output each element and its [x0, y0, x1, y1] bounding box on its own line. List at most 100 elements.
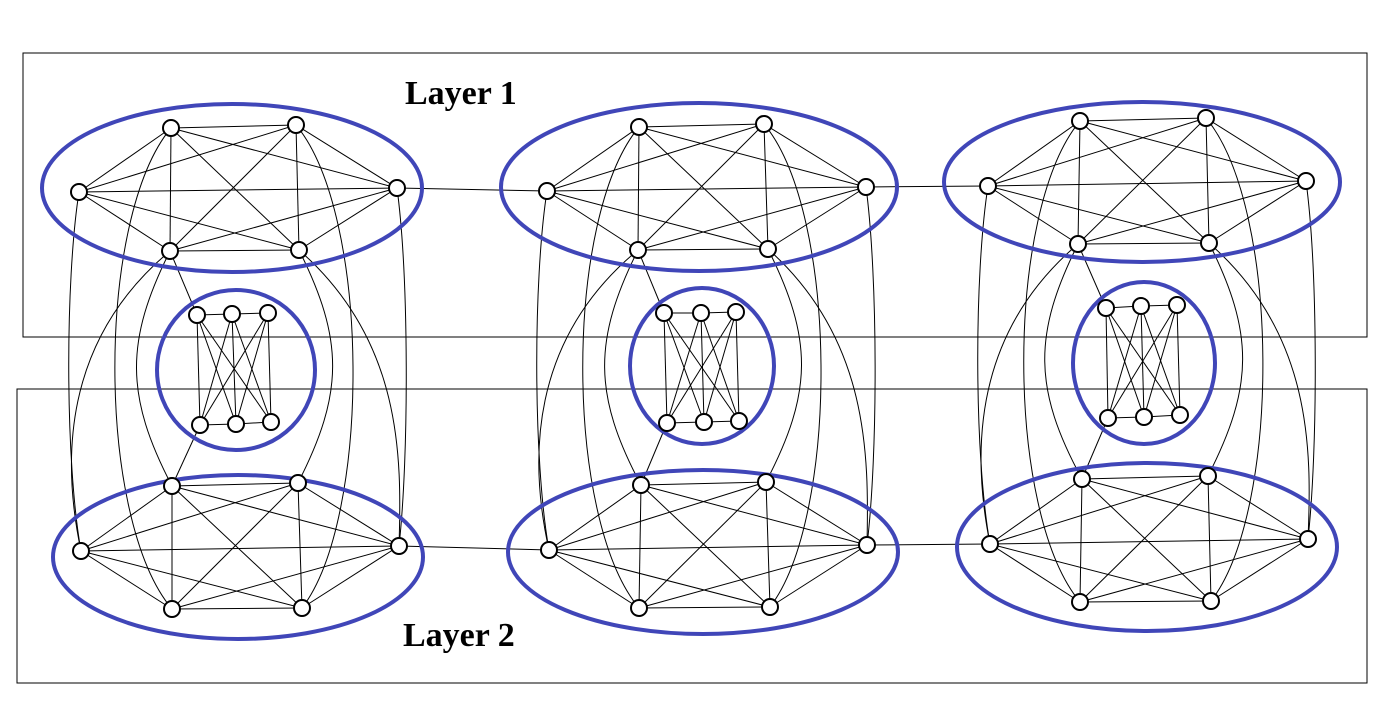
interlayer-edge	[980, 243, 1079, 545]
network-node	[755, 115, 773, 133]
l1-b-edge	[637, 186, 867, 251]
network-node	[191, 416, 209, 434]
l1-c-edge	[1077, 117, 1207, 245]
network-node	[1171, 406, 1189, 424]
network-node	[259, 304, 277, 322]
network-node	[538, 182, 556, 200]
l2-b-edge	[548, 549, 771, 608]
network-node	[227, 415, 245, 433]
l1-c-edge	[1077, 120, 1081, 245]
l1-b-edge	[546, 186, 867, 192]
l1-b-edge	[767, 186, 867, 250]
network-node	[629, 241, 647, 259]
interlayer-edge	[582, 126, 640, 609]
l2-c-edge	[1079, 478, 1083, 603]
l1-b-edge	[546, 190, 769, 250]
l2-b-edge	[640, 484, 771, 608]
mid-a-edge	[235, 312, 269, 425]
l2-c-edge	[1207, 475, 1212, 602]
l2-c-edge	[1081, 478, 1212, 602]
l1-c-edge	[1079, 120, 1307, 182]
mid-b-edge	[666, 311, 737, 424]
community-rings	[40, 100, 1342, 641]
nodes	[70, 109, 1317, 618]
inter-group-edge	[866, 543, 991, 546]
mid-b-edge	[666, 312, 702, 424]
l2-c-edge	[1081, 478, 1309, 540]
l2-c-edge	[1210, 538, 1309, 602]
l1-a-edge	[170, 127, 300, 251]
l1-c-edge	[1079, 117, 1207, 122]
network-node	[1071, 112, 1089, 130]
network-node	[287, 116, 305, 134]
mid-a-edge	[231, 313, 272, 423]
l1-c-edge	[1077, 180, 1307, 245]
mid-c-edge	[1176, 304, 1181, 416]
network-node	[223, 305, 241, 323]
network-node	[1297, 172, 1315, 190]
network-node	[162, 119, 180, 137]
l1-a-edge	[295, 124, 398, 189]
layer-2-label: Layer 2	[403, 617, 515, 654]
network-node	[70, 183, 88, 201]
l1-c-edge	[987, 185, 1079, 245]
l1-a-edge	[78, 191, 171, 252]
l1-b-edge	[637, 248, 769, 251]
network-node	[1071, 593, 1089, 611]
interlayer-edge	[298, 249, 401, 547]
network-node	[388, 179, 406, 197]
l2-b-edge	[548, 484, 642, 551]
interlayer-edge	[604, 249, 642, 486]
community-ring	[499, 101, 899, 273]
network-node	[695, 413, 713, 431]
l2-b-edge	[769, 544, 868, 608]
cluster-link-edge	[1081, 417, 1109, 480]
l1-c-edge	[987, 117, 1207, 187]
l1-b-edge	[546, 123, 765, 192]
interlayer-edge	[297, 249, 334, 484]
network-node	[1299, 530, 1317, 548]
mid-c-edge	[1105, 307, 1109, 419]
l2-c-edge	[989, 543, 1212, 602]
l1-c-edge	[987, 185, 1210, 244]
l1-a-edge	[78, 127, 172, 193]
l1-c-edge	[1077, 242, 1210, 245]
network-node	[1168, 296, 1186, 314]
l1-b-edge	[638, 123, 765, 128]
l2-a-edge	[297, 482, 303, 609]
network-node	[761, 598, 779, 616]
network-node	[630, 599, 648, 617]
interlayer-edge	[538, 249, 639, 551]
interlayer-edge	[1305, 180, 1316, 540]
network-node	[390, 537, 408, 555]
l2-a-edge	[301, 545, 400, 609]
community-ring	[942, 100, 1342, 264]
mid-c-edge	[1105, 307, 1145, 418]
inter-group-edge	[396, 187, 548, 192]
network-node	[1200, 234, 1218, 252]
l2-a-edge	[297, 482, 400, 547]
interlayer-edge	[70, 250, 171, 552]
layer-1-label: Layer 1	[405, 75, 517, 112]
network-node	[1199, 467, 1217, 485]
network-node	[655, 304, 673, 322]
community-ring	[506, 468, 900, 636]
network-node	[632, 476, 650, 494]
network-node	[290, 241, 308, 259]
interlayer-edge	[1023, 120, 1081, 603]
l1-b-edge	[637, 123, 765, 251]
network-node	[293, 599, 311, 617]
l2-a-edge	[80, 485, 173, 552]
network-node	[540, 541, 558, 559]
l2-c-edge	[989, 538, 1309, 545]
l1-a-edge	[78, 124, 297, 193]
l1-b-edge	[546, 190, 639, 251]
network-node	[1073, 470, 1091, 488]
network-node	[289, 474, 307, 492]
l1-b-edge	[638, 126, 867, 188]
cluster-link-edge	[171, 424, 201, 487]
inter-group-edge	[398, 545, 550, 551]
l2-b-edge	[638, 484, 642, 609]
interlayer-edge	[765, 248, 802, 483]
